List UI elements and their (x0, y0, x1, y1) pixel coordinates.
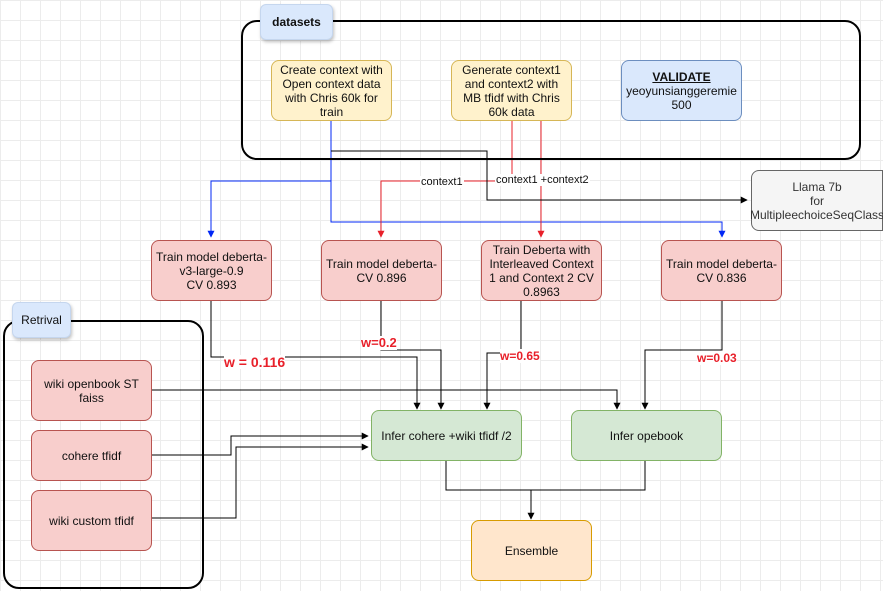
infer-opebook-node: Infer opebook (571, 410, 722, 461)
retrival-group (3, 320, 204, 589)
model2-node: Train model deberta-CV 0.896 (321, 240, 442, 301)
datasets-group-label: datasets (260, 4, 333, 40)
wiki-custom-node: wiki custom tfidf (31, 490, 152, 551)
weight-label-model2: w=0.2 (361, 335, 397, 350)
datasets-group (241, 20, 861, 160)
create-context-node: Create context with Open context data wi… (271, 60, 392, 121)
validate-node: VALIDATE yeoyunsianggeremie 500 (621, 60, 742, 121)
edge-label-context1: context1 (420, 176, 464, 188)
weight-label-model1: w = 0.116 (224, 354, 286, 370)
edge-model4-to-infer-opebook (641, 300, 723, 410)
weight-label-model3: w=0.65 (500, 349, 540, 363)
edge-create-to-model4 (330, 181, 726, 238)
weight-label-model4: w=0.03 (697, 351, 737, 365)
model4-node: Train model deberta-CV 0.836 (661, 240, 782, 301)
edge-wiki-custom-to-infer-cohere (151, 443, 369, 519)
model3-node: Train Deberta with Interleaved Context 1… (481, 240, 602, 301)
edge-label-context1-context2: context1 +context2 (495, 174, 590, 186)
edge-model1-to-infer-cohere (210, 300, 421, 410)
model1-node: Train model deberta-v3-large-0.9 CV 0.89… (151, 240, 272, 301)
validate-title: VALIDATE (652, 69, 711, 84)
edge-wiki-openbook-to-infer-opebook (151, 389, 621, 410)
validate-body: yeoyunsianggeremie 500 (626, 83, 737, 112)
edge-infer-opebook-to-ensemble (531, 461, 646, 491)
edge-cohere-tfidf-to-infer-cohere (151, 432, 369, 456)
cohere-tfidf-node: cohere tfidf (31, 430, 152, 481)
llama-node: Llama 7b for MultipleechoiceSeqClass (750, 170, 883, 231)
edge-model2-to-infer-cohere (380, 300, 445, 410)
edge-create-to-llama (331, 150, 748, 204)
wiki-openbook-node: wiki openbook ST faiss (31, 360, 152, 421)
generate-context-node: Generate context1 and context2 with MB t… (451, 60, 572, 121)
retrival-group-label: Retrival (12, 302, 71, 338)
ensemble-node: Ensemble (471, 520, 592, 581)
edge-infer-cohere-to-ensemble (445, 461, 535, 520)
infer-cohere-node: Infer cohere +wiki tfidf /2 (371, 410, 522, 461)
